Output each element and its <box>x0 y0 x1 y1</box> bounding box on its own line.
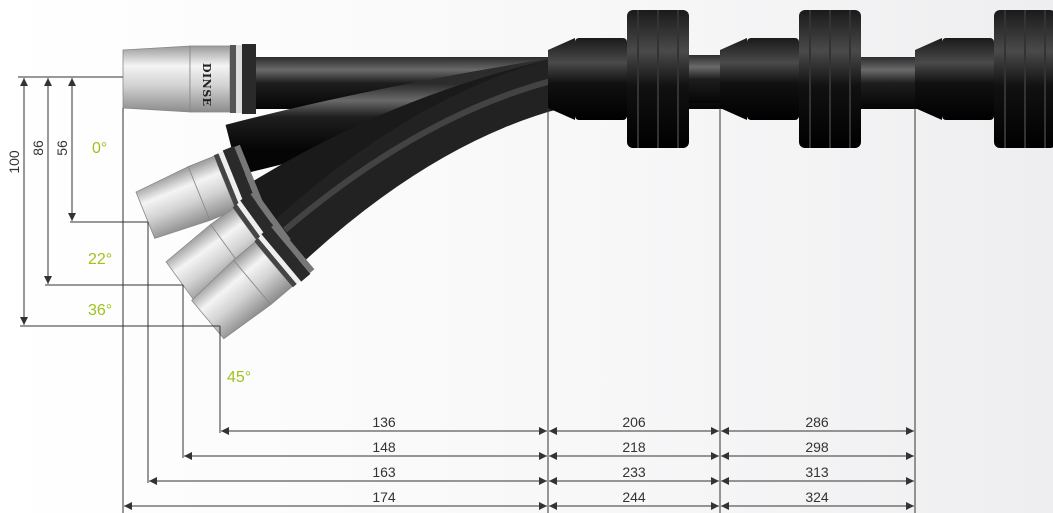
vertical-dimensions <box>20 78 76 325</box>
dim-label-218: 218 <box>622 439 646 455</box>
coupler-1 <box>548 10 720 148</box>
dim-label-244: 244 <box>622 489 646 505</box>
branch-hose-45 <box>268 59 562 264</box>
dim-label-313: 313 <box>805 464 829 480</box>
extension-lines <box>18 76 916 513</box>
angle-label-45: 45° <box>227 369 251 386</box>
angle-label-22: 22° <box>88 251 112 268</box>
connector-45deg <box>191 223 315 340</box>
dim-label-86: 86 <box>30 140 46 156</box>
dim-label-136: 136 <box>372 414 396 430</box>
hose-assembly: DINSE <box>122 10 1053 340</box>
horizontal-dimensions <box>124 427 914 510</box>
dim-label-100: 100 <box>6 150 22 174</box>
dim-label-163: 163 <box>372 464 396 480</box>
branch-hose-highlight <box>283 77 556 233</box>
angle-label-36: 36° <box>88 302 112 319</box>
dim-label-233: 233 <box>622 464 646 480</box>
horizontal-dim-labels: 136 206 286 148 218 298 163 233 313 174 … <box>372 414 829 505</box>
dim-label-56: 56 <box>54 140 70 156</box>
connector-0deg: DINSE <box>122 44 256 114</box>
dim-label-206: 206 <box>622 414 646 430</box>
brand-label-0deg: DINSE <box>200 63 213 107</box>
coupler-3 <box>915 10 1053 148</box>
dim-label-324: 324 <box>805 489 829 505</box>
dim-label-148: 148 <box>372 439 396 455</box>
dim-label-298: 298 <box>805 439 829 455</box>
angle-label-0: 0° <box>92 140 107 157</box>
dim-label-174: 174 <box>372 489 396 505</box>
dim-label-286: 286 <box>805 414 829 430</box>
coupler-2 <box>720 10 861 148</box>
